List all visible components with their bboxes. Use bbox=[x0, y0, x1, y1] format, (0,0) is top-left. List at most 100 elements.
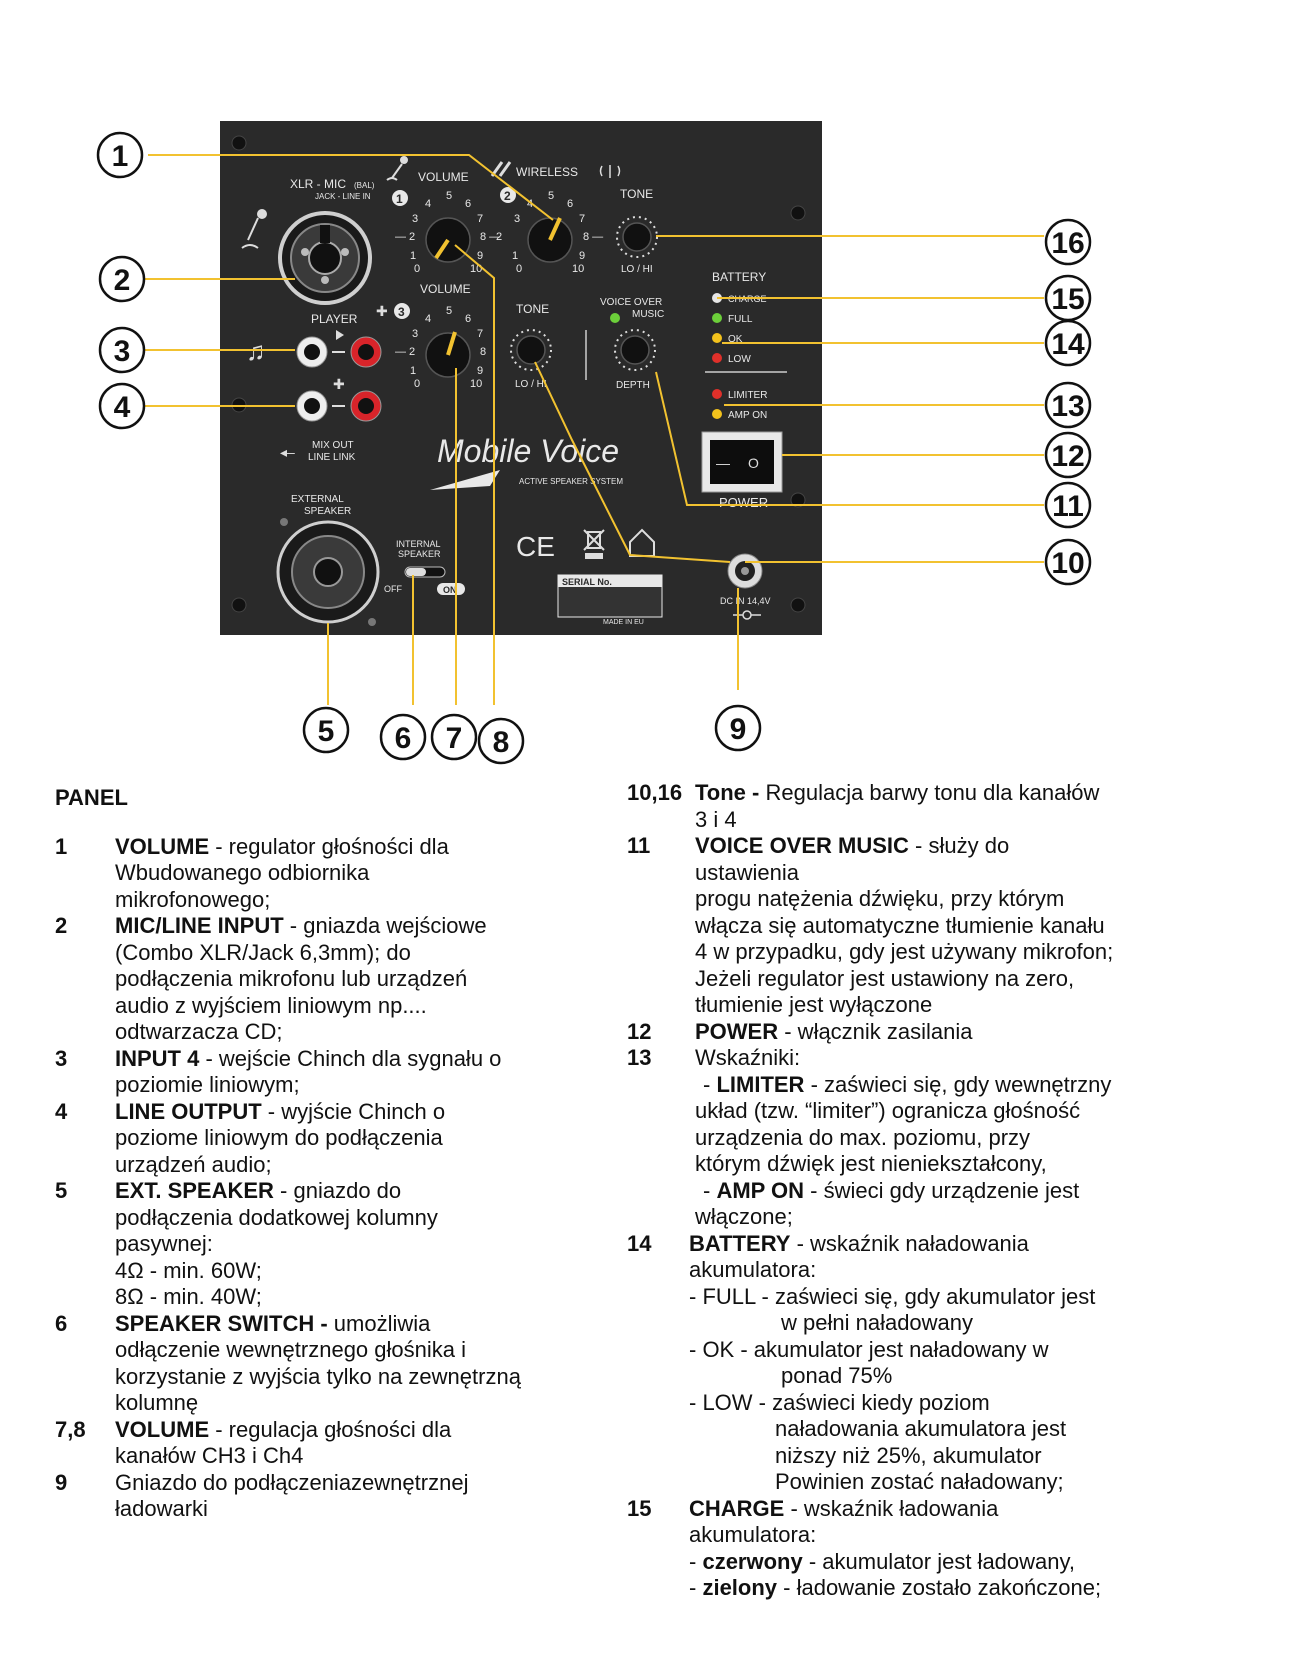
svg-text:— 2: — 2 bbox=[395, 231, 415, 243]
legend-item-9: 9 Gniazdo do podłączeniazewnętrznej łado… bbox=[55, 1470, 615, 1523]
xlr-combo-jack[interactable] bbox=[278, 211, 372, 305]
low-led bbox=[712, 353, 722, 363]
svg-text:9: 9 bbox=[579, 250, 585, 262]
internal-speaker-switch[interactable] bbox=[404, 566, 446, 578]
item-line: podłączenia mikrofonu lub urządzeń bbox=[115, 966, 468, 991]
power-switch[interactable] bbox=[701, 431, 783, 493]
volume-3-knob[interactable] bbox=[425, 331, 471, 378]
item-text: - wejście Chinch dla sygnału o bbox=[199, 1045, 502, 1071]
item-text: Wskaźniki: bbox=[695, 1045, 801, 1070]
channel-2-number: 2 bbox=[504, 189, 511, 203]
section-title: PANEL bbox=[55, 785, 128, 810]
svg-text:3: 3 bbox=[412, 213, 418, 225]
input-4-rca-red[interactable] bbox=[350, 336, 382, 368]
voice-over-led bbox=[610, 313, 620, 323]
callout-13-number: 13 bbox=[1051, 390, 1084, 423]
item-number: 3 bbox=[55, 1045, 68, 1071]
line-out-rca-red[interactable] bbox=[350, 390, 382, 422]
legend-item-6: 6 SPEAKER SWITCH - umożliwia odłączenie … bbox=[55, 1311, 615, 1417]
item-line: układ (tzw. “limiter”) ogranicza głośnoś… bbox=[695, 1098, 1081, 1123]
svg-text:7: 7 bbox=[477, 213, 483, 225]
callout-15-number: 15 bbox=[1051, 283, 1084, 316]
depth-knob[interactable] bbox=[614, 329, 656, 371]
line-out-rca-white[interactable] bbox=[296, 390, 328, 422]
jack-line-in-label: JACK - LINE IN bbox=[315, 192, 371, 201]
item-line: odłączenie wewnętrznego głośnika i bbox=[115, 1337, 466, 1362]
legend-item-11: 11 VOICE OVER MUSIC - służy do ustawieni… bbox=[627, 833, 1267, 1019]
item-text: - regulator głośności dla bbox=[209, 833, 449, 859]
svg-text:3: 3 bbox=[412, 328, 418, 340]
item-line: odtwarzacza CD; bbox=[115, 1019, 283, 1044]
svg-text:0: 0 bbox=[414, 263, 420, 275]
brand-logo: Mobile Voice bbox=[437, 433, 619, 469]
callout-12 bbox=[1044, 431, 1092, 479]
svg-text:4: 4 bbox=[425, 313, 431, 325]
speakon-jack[interactable] bbox=[276, 518, 380, 626]
callout-14-number: 14 bbox=[1051, 328, 1085, 361]
callout-12-number: 12 bbox=[1051, 440, 1084, 473]
amp-on-label: AMP ON bbox=[728, 410, 767, 421]
battery-label: BATTERY bbox=[712, 270, 766, 284]
item-number: 10,16 bbox=[627, 780, 683, 805]
on-label: ON bbox=[443, 585, 457, 595]
music-label: MUSIC bbox=[632, 309, 664, 320]
volume-1-knob[interactable] bbox=[425, 217, 471, 263]
player-label: PLAYER bbox=[311, 312, 358, 326]
made-in-label: MADE IN EU bbox=[603, 619, 644, 626]
internal-speaker-label-1: INTERNAL bbox=[396, 539, 441, 549]
wireless-volume-knob[interactable] bbox=[527, 217, 573, 263]
ok-led bbox=[712, 333, 722, 343]
svg-text:6: 6 bbox=[465, 198, 471, 210]
power-switch-on-mark: O bbox=[748, 455, 759, 471]
voice-over-label: VOICE OVER bbox=[600, 297, 662, 308]
callout-13 bbox=[1044, 381, 1092, 429]
mix-out-label: MIX OUT bbox=[312, 440, 354, 451]
callout-5-number: 5 bbox=[318, 715, 335, 748]
item-line: ustawienia bbox=[695, 859, 799, 885]
item-line: Wbudowanego odbiornika bbox=[115, 860, 370, 885]
dc-in-jack[interactable] bbox=[727, 553, 763, 589]
item-line: ładowarki bbox=[115, 1496, 208, 1521]
item-text: - ładowanie zostało zakończone; bbox=[777, 1575, 1102, 1600]
item-title: VOLUME bbox=[115, 1416, 210, 1442]
item-number: 14 bbox=[627, 1230, 652, 1256]
item-title: VOICE OVER MUSIC bbox=[695, 833, 909, 858]
power-label: POWER bbox=[719, 495, 768, 510]
item-text: - służy do bbox=[908, 833, 1010, 858]
callout-4-number: 4 bbox=[114, 391, 131, 424]
green-label: zielony bbox=[702, 1575, 778, 1600]
svg-text:4: 4 bbox=[425, 198, 431, 210]
input-4-rca-white[interactable] bbox=[296, 336, 328, 368]
callout-4 bbox=[98, 382, 146, 430]
item-text: - włącznik zasilania bbox=[778, 1018, 973, 1044]
limiter-led bbox=[712, 389, 722, 399]
callout-9 bbox=[714, 704, 762, 752]
item-line: kanałów CH3 i Ch4 bbox=[115, 1443, 304, 1468]
item-text: - wyjście Chinch o bbox=[261, 1098, 446, 1124]
svg-text:1: 1 bbox=[512, 250, 518, 262]
ok-line-2: ponad 75% bbox=[781, 1363, 893, 1388]
off-label: OFF bbox=[384, 584, 402, 594]
wireless-label: WIRELESS bbox=[516, 165, 578, 179]
callout-numbers: 1 2 3 4 5 6 7 8 9 10 11 12 13 14 15 16 bbox=[112, 140, 1085, 759]
callout-15 bbox=[1044, 274, 1092, 322]
svg-text:5: 5 bbox=[446, 305, 452, 317]
item-text: - gniazda wejściowe bbox=[283, 913, 487, 938]
external-speaker-label-1: EXTERNAL bbox=[291, 494, 344, 505]
callout-6-number: 6 bbox=[395, 722, 412, 755]
item-line: (Combo XLR/Jack 6,3mm); do bbox=[115, 939, 411, 965]
callout-16 bbox=[1044, 218, 1092, 266]
full-line: - FULL - zaświeci się, gdy akumulator je… bbox=[689, 1283, 1096, 1309]
low-line-2: naładowania akumulatora jest bbox=[775, 1416, 1067, 1441]
tone-mid-lohi: LO / HI bbox=[515, 379, 547, 390]
full-led bbox=[712, 313, 722, 323]
svg-text:3: 3 bbox=[514, 213, 520, 225]
depth-label: DEPTH bbox=[616, 380, 650, 391]
item-text: - wskaźnik naładowania bbox=[790, 1230, 1029, 1256]
item-title: MIC/LINE INPUT bbox=[115, 913, 284, 938]
item-title: CHARGE bbox=[689, 1495, 785, 1521]
tone-mid-knob[interactable] bbox=[510, 329, 552, 371]
callout-2 bbox=[98, 255, 146, 303]
item-title: LINE OUTPUT bbox=[115, 1098, 262, 1124]
svg-text:0: 0 bbox=[414, 378, 420, 390]
